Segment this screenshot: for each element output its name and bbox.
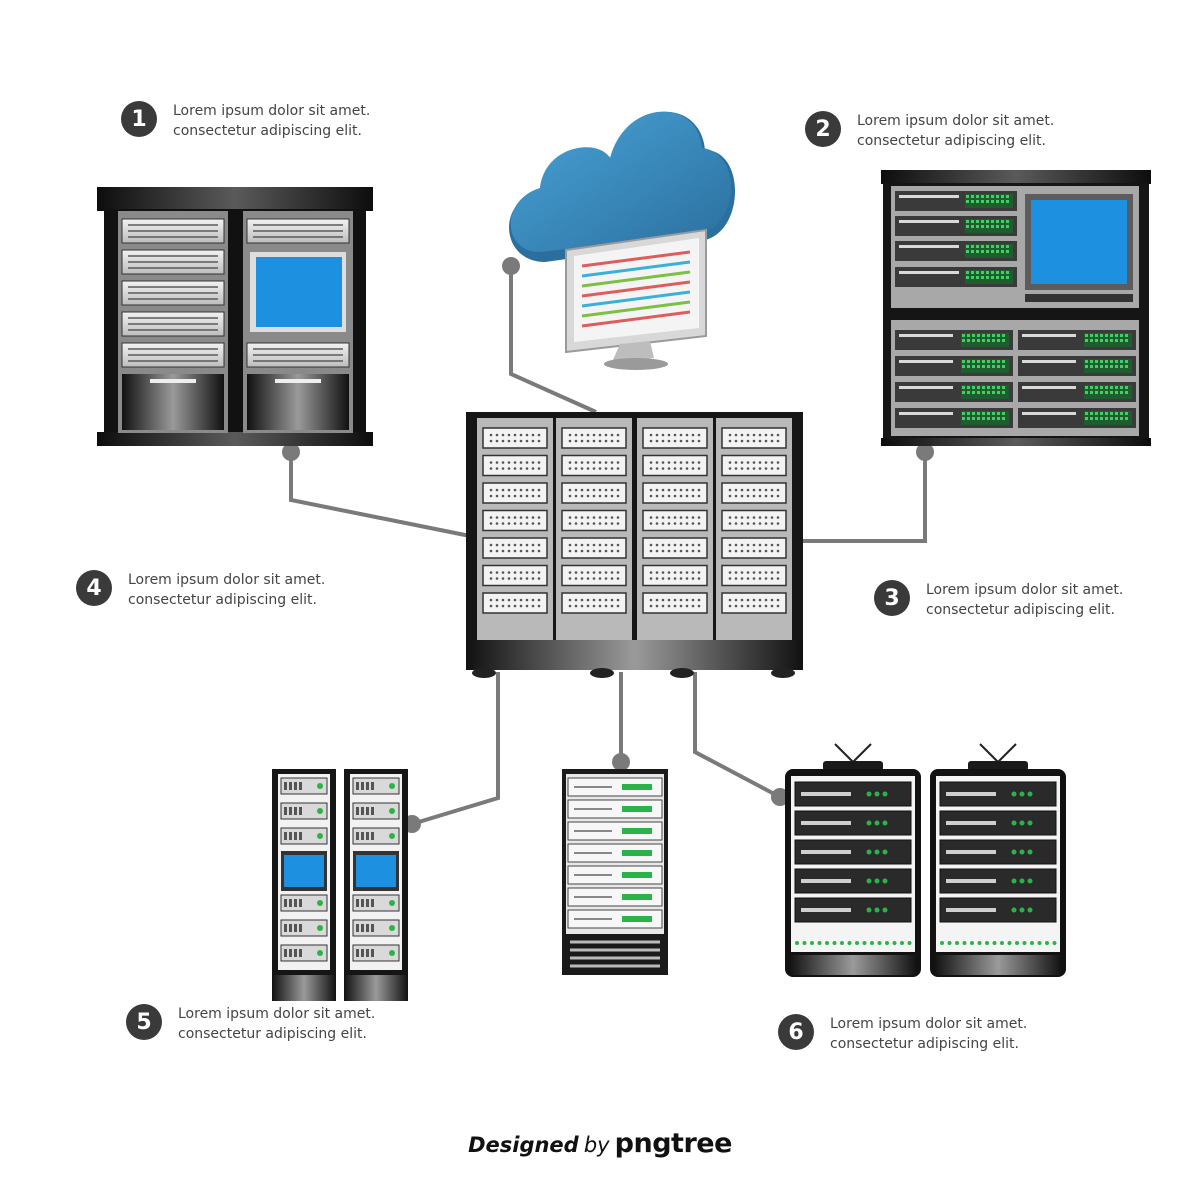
credit-brand: pngtree	[614, 1128, 733, 1159]
callout-5: 5 Lorem ipsum dolor sit amet.consectetur…	[126, 1004, 375, 1044]
callout-number-badge: 6	[778, 1014, 814, 1050]
connector-lines	[289, 266, 927, 826]
callout-number-badge: 2	[805, 111, 841, 147]
callout-text: Lorem ipsum dolor sit amet.consectetur a…	[926, 582, 1124, 618]
callout-2: 2 Lorem ipsum dolor sit amet.consectetur…	[805, 111, 1054, 151]
callout-number-badge: 1	[121, 101, 157, 137]
callout-3: 3 Lorem ipsum dolor sit amet.consectetur…	[874, 580, 1123, 620]
server-rack-center	[466, 412, 803, 678]
credit-line: Designed by pngtree	[0, 1128, 1200, 1159]
callout-text: Lorem ipsum dolor sit amet.consectetur a…	[857, 113, 1055, 149]
callout-6: 6 Lorem ipsum dolor sit amet.consectetur…	[778, 1014, 1027, 1054]
credit-designed: Designed	[468, 1133, 579, 1157]
callout-number-badge: 4	[76, 570, 112, 606]
callout-text: Lorem ipsum dolor sit amet.consectetur a…	[178, 1006, 376, 1042]
server-rack-2	[881, 170, 1151, 446]
server-rack-bottom-center	[562, 769, 668, 975]
connector-rack-6	[693, 672, 781, 799]
callout-4: 4 Lorem ipsum dolor sit amet.consectetur…	[76, 570, 325, 610]
callout-number-badge: 5	[126, 1004, 162, 1040]
server-rack-5	[272, 769, 408, 1001]
connector-rack-1	[289, 452, 471, 538]
callout-text: Lorem ipsum dolor sit amet.consectetur a…	[173, 103, 371, 139]
cloud-icon	[509, 111, 735, 263]
connector-rack-2	[803, 452, 927, 543]
callout-text: Lorem ipsum dolor sit amet.consectetur a…	[128, 572, 326, 608]
connector-cloud	[509, 266, 597, 414]
monitor-icon	[565, 228, 707, 370]
server-rack-1	[97, 187, 373, 446]
connector-rack-5	[411, 672, 500, 826]
callout-number-badge: 3	[874, 580, 910, 616]
callout-text: Lorem ipsum dolor sit amet.consectetur a…	[830, 1016, 1028, 1052]
connector-dots	[282, 257, 934, 833]
server-rack-6	[785, 743, 1066, 977]
credit-by: by	[583, 1133, 610, 1157]
callout-1: 1 Lorem ipsum dolor sit amet.consectetur…	[121, 101, 370, 141]
